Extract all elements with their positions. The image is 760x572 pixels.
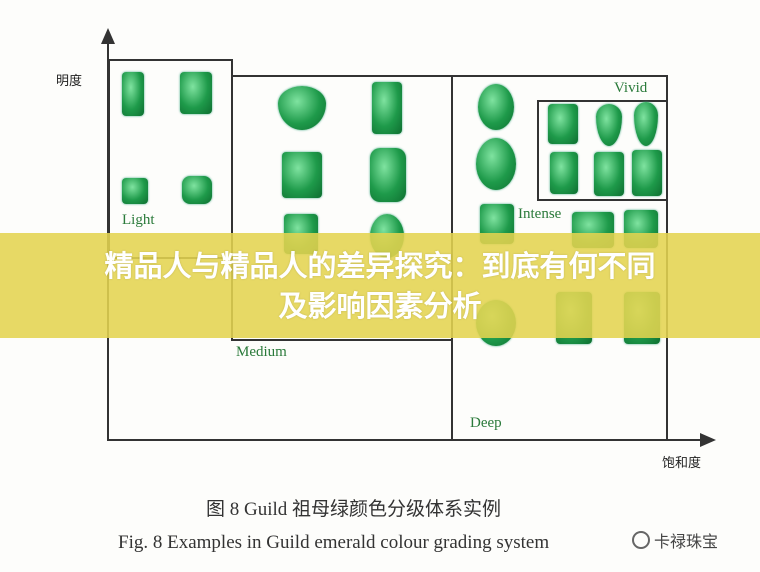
gem (122, 178, 148, 204)
y-axis-arrow-icon (101, 28, 115, 44)
title-banner: 精品人与精品人的差异探究：到底有何不同 及影响因素分析 (0, 233, 760, 338)
gem (182, 176, 212, 204)
watermark-text: 卡禄珠宝 (654, 532, 719, 551)
wechat-icon (632, 531, 650, 549)
caption-en: Fig. 8 Examples in Guild emerald colour … (118, 532, 550, 553)
gem (548, 104, 578, 144)
zone-vivid-box (537, 100, 668, 201)
gem (282, 152, 322, 198)
y-axis-label: 明度 (56, 74, 83, 89)
gem (180, 72, 212, 114)
zone-medium-label: Medium (236, 344, 287, 360)
x-axis (107, 439, 707, 441)
banner-title-line2: 及影响因素分析 (278, 288, 482, 323)
gem (550, 152, 578, 194)
x-axis-arrow-icon (700, 433, 716, 447)
zone-vivid-label: Vivid (614, 80, 648, 96)
x-axis-label: 饱和度 (662, 456, 702, 471)
caption-cn: 图 8 Guild 祖母绿颜色分级体系实例 (206, 499, 502, 520)
gem (478, 84, 514, 130)
gem (594, 152, 624, 196)
zone-light-label: Light (122, 212, 155, 228)
gem (278, 86, 326, 130)
gem (122, 72, 144, 116)
watermark: 卡禄珠宝 (632, 528, 718, 552)
gem (370, 148, 406, 202)
gem (476, 138, 516, 190)
gem (632, 150, 662, 196)
zone-intense-label: Intense (518, 206, 562, 222)
zone-deep-label: Deep (470, 415, 502, 431)
gem (372, 82, 402, 134)
banner-title-line1: 精品人与精品人的差异探究：到底有何不同 (104, 248, 656, 283)
